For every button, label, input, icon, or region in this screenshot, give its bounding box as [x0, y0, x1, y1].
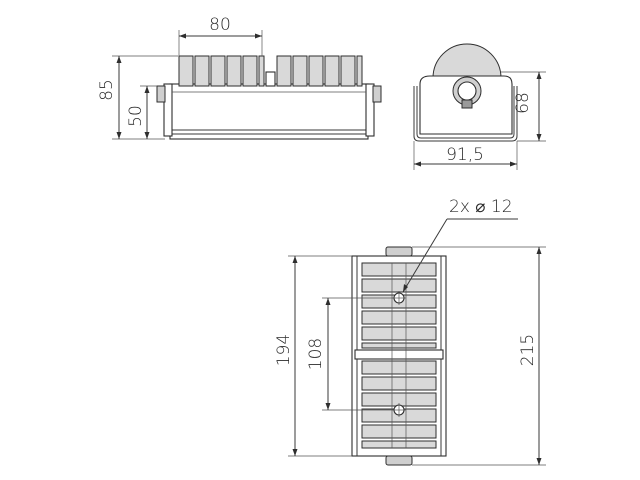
dimension-50: 50 — [126, 85, 157, 139]
top-separator — [354, 349, 444, 360]
dim-85-label: 85 — [97, 79, 117, 101]
dimension-108: 108 — [306, 297, 394, 411]
side-roller — [432, 43, 502, 79]
side-bracket — [413, 86, 518, 142]
dim-194-label: 194 — [274, 334, 294, 366]
dimension-91-5: 91,5 — [413, 141, 518, 170]
dimension-68: 68 — [501, 71, 546, 142]
dim-108-label: 108 — [306, 338, 326, 370]
axle-cap-top — [385, 246, 413, 257]
dimension-80: 80 — [178, 15, 263, 56]
dim-80-label: 80 — [209, 15, 231, 35]
dimension-194: 194 — [274, 255, 352, 457]
front-flange-right — [365, 83, 375, 137]
axle-right — [372, 85, 382, 103]
hole-leader: 2x ⌀ 12 — [402, 197, 518, 293]
top-view — [351, 246, 447, 466]
front-flange-left — [163, 83, 173, 137]
dim-215-label: 215 — [518, 334, 538, 366]
axle-left — [156, 85, 166, 103]
dimension-85: 85 — [97, 55, 178, 140]
hole-spec-label: 2x ⌀ 12 — [449, 197, 513, 217]
front-rollers-left — [178, 55, 265, 87]
side-view — [413, 43, 518, 142]
top-rollers-upper — [361, 262, 437, 349]
dim-68-label: 68 — [513, 92, 533, 114]
dim-50-label: 50 — [126, 105, 146, 127]
axle-cap-bottom — [385, 455, 413, 466]
top-rollers-lower — [361, 360, 437, 449]
dimension-215: 215 — [412, 246, 546, 466]
front-rollers-right — [276, 55, 363, 87]
dim-91-5-label: 91,5 — [446, 145, 484, 165]
side-hub-nut — [461, 99, 473, 109]
side-hub-inner — [457, 81, 477, 101]
front-view — [156, 55, 382, 140]
